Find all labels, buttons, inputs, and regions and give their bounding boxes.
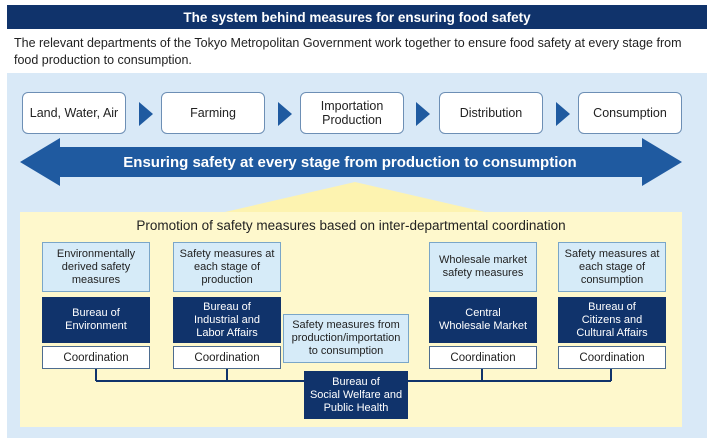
measure-label: Safety measures from production/importat… (291, 319, 401, 357)
chevron-right-icon (139, 102, 153, 126)
double-arrow-icon (20, 138, 682, 186)
stage-land-water-air: Land, Water, Air (22, 92, 126, 134)
bureau-industrial-labor: Bureau of Industrial and Labor Affairs (173, 297, 281, 343)
chevron-right-icon (556, 102, 570, 126)
coordination-heading: Promotion of safety measures based on in… (136, 218, 566, 233)
stage-label: Land, Water, Air (29, 106, 119, 120)
stage-importation-production: Importation Production (300, 92, 404, 134)
up-arrow-icon (225, 182, 485, 216)
bureau-label: Bureau of Industrial and Labor Affairs (193, 300, 261, 339)
stage-label: Farming (190, 106, 236, 120)
stage-label: Distribution (459, 106, 523, 120)
bureau-social-welfare-public-health: Bureau of Social Welfare and Public Heal… (304, 371, 408, 419)
stage-distribution: Distribution (439, 92, 543, 134)
coordination-box-2: Coordination (173, 346, 281, 369)
coordination-label: Coordination (194, 351, 260, 364)
stage-label: Importation Production (320, 99, 384, 127)
stage-farming: Farming (161, 92, 265, 134)
measure-label: Safety measures at each stage of product… (179, 247, 275, 286)
diagram-title: The system behind measures for ensuring … (7, 5, 707, 29)
coordination-label: Coordination (63, 351, 129, 364)
stage-consumption: Consumption (578, 92, 682, 134)
measure-production: Safety measures at each stage of product… (173, 242, 281, 292)
measure-label: Safety measures at each stage of consump… (564, 247, 660, 286)
measure-label: Wholesale market safety measures (438, 254, 528, 279)
bureau-central-wholesale-market: Central Wholesale Market (429, 297, 537, 343)
measure-production-to-consumption: Safety measures from production/importat… (283, 314, 409, 363)
coordination-label: Coordination (579, 351, 645, 364)
chevron-right-icon (416, 102, 430, 126)
bureau-label: Bureau of Environment (65, 307, 127, 332)
bureau-citizens-cultural: Bureau of Citizens and Cultural Affairs (558, 297, 666, 343)
bureau-label: Central Wholesale Market (438, 307, 528, 332)
measure-label: Environmentally derived safety measures (56, 247, 136, 286)
measure-consumption: Safety measures at each stage of consump… (558, 242, 666, 292)
bureau-label: Bureau of Social Welfare and Public Heal… (309, 375, 403, 414)
stage-label: Consumption (593, 106, 667, 120)
measure-wholesale-market: Wholesale market safety measures (429, 242, 537, 292)
bureau-label: Bureau of Citizens and Cultural Affairs (576, 300, 648, 339)
intro-text: The relevant departments of the Tokyo Me… (14, 36, 682, 67)
measure-environment: Environmentally derived safety measures (42, 242, 150, 292)
coordination-label: Coordination (450, 351, 516, 364)
bureau-environment: Bureau of Environment (42, 297, 150, 343)
chevron-right-icon (278, 102, 292, 126)
coordination-box-1: Coordination (42, 346, 150, 369)
arrow-banner-text: Ensuring safety at every stage from prod… (123, 153, 577, 171)
coordination-box-4: Coordination (558, 346, 666, 369)
coordination-box-3: Coordination (429, 346, 537, 369)
